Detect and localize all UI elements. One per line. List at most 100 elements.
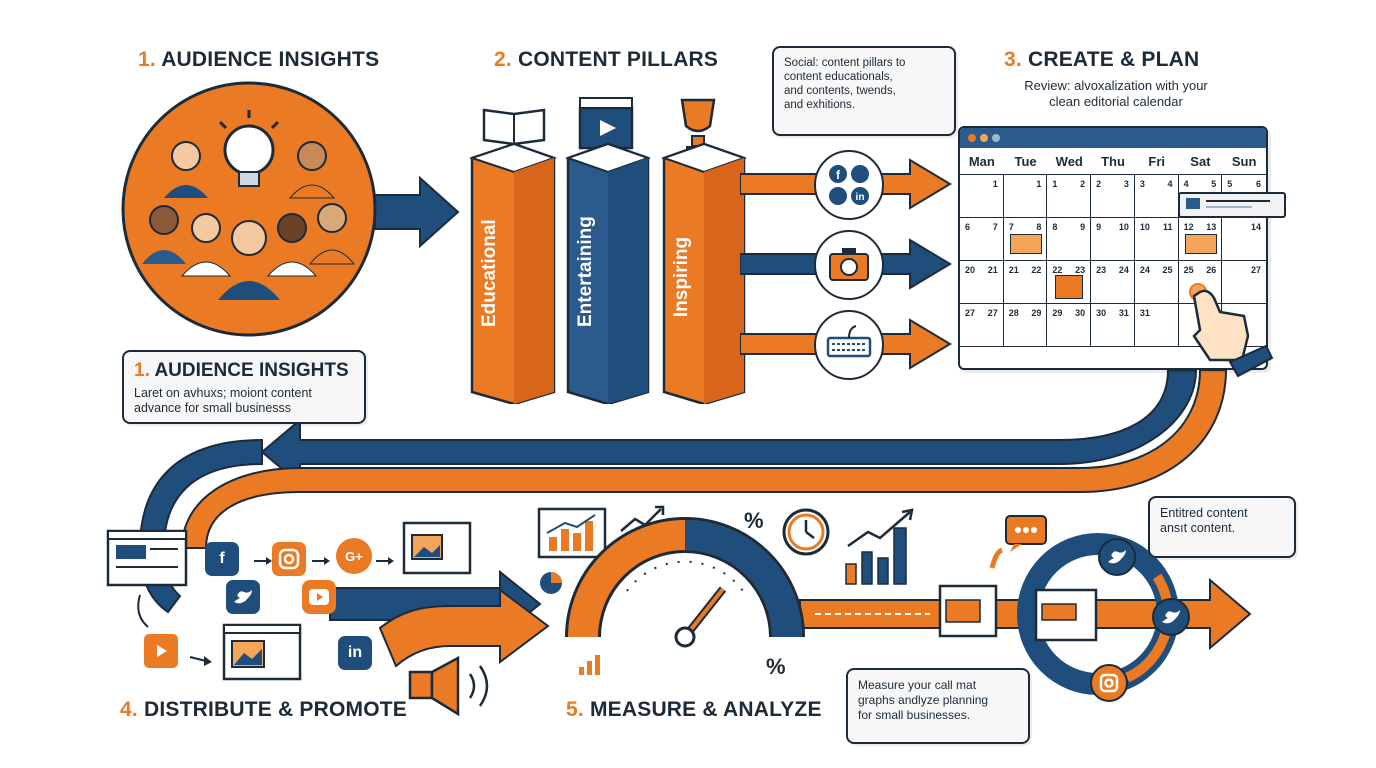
calendar-cell-number-right: 9 <box>1080 222 1086 232</box>
calendar-cell-number-left: 21 <box>1008 265 1019 275</box>
twitter-icon-3 <box>1152 598 1190 636</box>
calendar-cell-number-left: 5 <box>1227 179 1233 189</box>
twitter-icon-2 <box>1098 538 1136 576</box>
calendar-cell-number-right: 7 <box>992 222 998 232</box>
facebook-icon: f <box>205 542 239 576</box>
calendar-image-card[interactable] <box>1055 275 1084 299</box>
chat-bubble-icon <box>1005 515 1047 552</box>
calendar-cell-number-left: 27 <box>965 308 976 318</box>
step5-number: 5. <box>566 698 584 721</box>
video-play-icon <box>144 634 178 668</box>
step3-subtitle-line2: clean editorial calendar <box>1049 94 1183 109</box>
step2-title: 2. CONTENT PILLARS <box>494 48 718 72</box>
growth-chart-icon <box>845 508 914 585</box>
pointer-hand-icon <box>1189 283 1274 378</box>
calendar-cell-number-right: 11 <box>1163 222 1173 232</box>
social-callout-line1: Social: content pillars to <box>784 57 906 69</box>
gauge-icon <box>565 517 805 648</box>
weekday-wed: Wed <box>1055 153 1083 169</box>
googleplus-glyph: G+ <box>345 548 363 564</box>
step3-title: 3. CREATE & PLAN <box>1004 48 1199 72</box>
keyboard-icon <box>814 310 884 380</box>
calendar-floating-card <box>1178 192 1286 218</box>
calendar-cell-number-left: 25 <box>1183 265 1194 275</box>
trend-arrow-icon <box>620 508 662 532</box>
measure-callout: Measure your call mat graphs andlyze pla… <box>846 668 1030 744</box>
social-callout: Social: content pillars to content educa… <box>772 46 956 136</box>
calendar-cell-number-right: 25 <box>1162 265 1173 275</box>
calendar-cell-number-left: 7 <box>1008 222 1014 232</box>
audience-callout: 1. AUDIENCE INSIGHTS Laret on avhuxs; mo… <box>122 350 366 424</box>
calendar-cell[interactable]: 31 <box>1134 304 1179 347</box>
calendar-cell-number-left: 23 <box>1096 265 1107 275</box>
calendar-cell[interactable]: 14 <box>1222 218 1266 261</box>
calendar-cell-number-right: 1 <box>1036 179 1042 189</box>
camera-icon <box>814 230 884 300</box>
linkedin-icon: in <box>338 636 372 670</box>
small-bars-icon <box>579 655 600 675</box>
calendar-cell-number-right: 26 <box>1206 265 1217 275</box>
social-facebook-glyph: f <box>836 168 841 182</box>
calendar-cell-number-left: 6 <box>965 222 971 232</box>
calendar-cell-number-left: 30 <box>1096 308 1107 318</box>
calendar-cell[interactable]: 21 22 <box>1003 261 1048 304</box>
calendar-event-card[interactable] <box>1184 234 1217 254</box>
calendar-event-card[interactable] <box>1009 234 1042 254</box>
bar-chart-window-icon <box>537 507 607 559</box>
calendar-cell-number-right: 30 <box>1075 308 1086 318</box>
curve-to-distribute <box>138 438 263 614</box>
distribute-illustration <box>106 521 472 681</box>
book-icon <box>482 108 546 146</box>
entitled-callout-line1: Entitred content <box>1160 506 1248 520</box>
calendar-weekdays: Man Tue Wed Thu Fri Sat Sun <box>960 148 1266 174</box>
measure-illustration <box>537 505 805 675</box>
social-callout-line2: content educationals, <box>784 71 893 83</box>
social-linkedin-glyph: in <box>856 192 865 203</box>
audience-callout-title: AUDIENCE INSIGHTS <box>154 360 349 381</box>
calendar-cell-number-right: 10 <box>1118 222 1129 232</box>
calendar-cell-number-right: 8 <box>1036 222 1042 232</box>
calendar-cell-number-right: 3 <box>1123 179 1129 189</box>
calendar-cell[interactable]: 27 <box>1222 261 1266 304</box>
calendar-cell[interactable]: 29 30 <box>1047 304 1092 347</box>
step3-subtitle-line1: Review: alvoxalization with your <box>1024 78 1208 93</box>
calendar-cell[interactable]: 1 <box>960 175 1004 218</box>
calendar-cell[interactable]: 30 31 <box>1091 304 1135 347</box>
step1-label: AUDIENCE INSIGHTS <box>161 48 380 71</box>
calendar-cell-number-right: 13 <box>1206 222 1217 232</box>
step4-number: 4. <box>120 698 138 721</box>
entitled-callout: Entitred content ansıt content. <box>1148 496 1296 558</box>
calendar-cell-number-right: 31 <box>1118 308 1129 318</box>
social-callout-line4: and exhitions. <box>784 99 855 111</box>
calendar-cell[interactable]: 1 <box>1003 175 1048 218</box>
calendar-cell-number-right: 23 <box>1075 265 1086 275</box>
calendar-cell-number-left: 29 <box>1052 308 1063 318</box>
social-callout-line3: and contents, twends, <box>784 85 896 97</box>
facebook-glyph: f <box>219 550 225 567</box>
image-window-icon <box>402 521 472 575</box>
calendar-cell-number-right: 21 <box>987 265 998 275</box>
social-media-icon: f in <box>814 150 884 220</box>
analyze-loop-illustration <box>938 515 1098 642</box>
audience-illustration <box>121 81 377 337</box>
step5-label: MEASURE & ANALYZE <box>589 698 822 721</box>
calendar-cell-number-right: 22 <box>1031 265 1042 275</box>
pillar-entertaining-label: Entertaining <box>575 216 596 327</box>
clock-icon <box>782 508 830 556</box>
